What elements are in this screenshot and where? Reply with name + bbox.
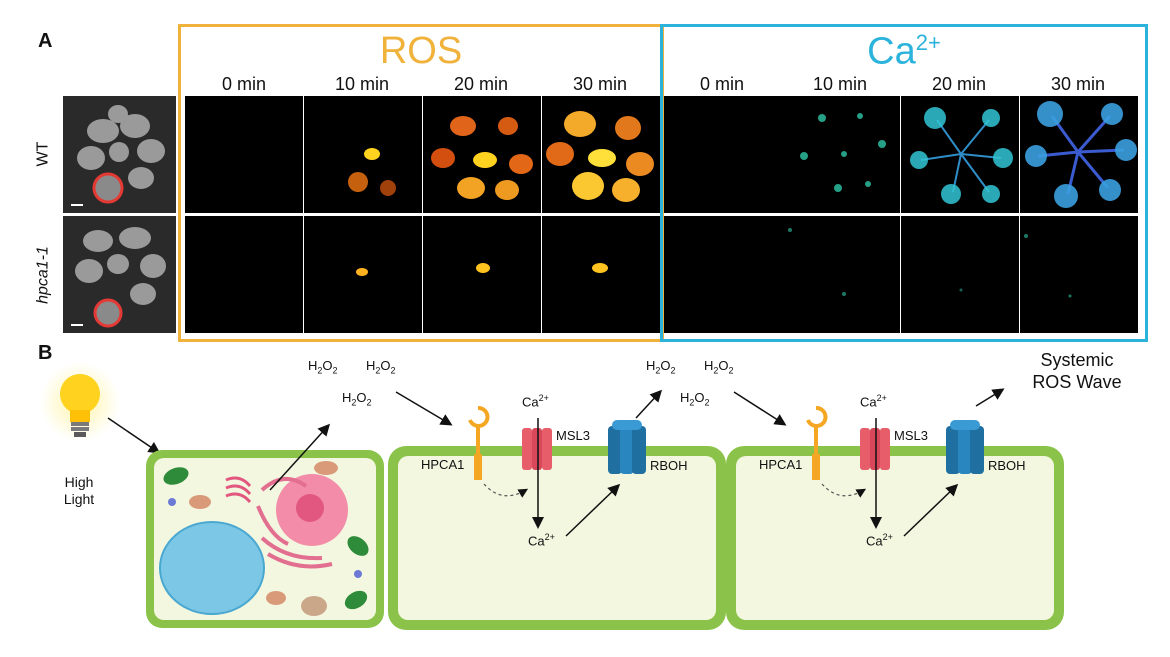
signaling-diagram [40, 362, 1064, 630]
ca-time-30: 30 min [1050, 74, 1106, 94]
ca-title-base: Ca [867, 30, 916, 73]
msl3-channel-icon-2 [860, 428, 890, 470]
hpca1-label-2: HPCA1 [759, 457, 803, 472]
ros-time-0: 0 min [221, 74, 266, 94]
systemic-line2: ROS Wave [1032, 371, 1122, 392]
plant-cell-3 [726, 446, 1064, 630]
systemic-line1: Systemic [1040, 350, 1114, 370]
ros-tile-wt-30 [542, 96, 660, 213]
plant-cell-1 [146, 450, 384, 628]
h2o2-label-3: H2O2 [342, 390, 372, 408]
ros-time-20: 20 min [453, 74, 509, 94]
msl3-label-1: MSL3 [556, 428, 590, 443]
high-light-line1: High [64, 474, 94, 490]
ca-label-top-1: Ca2+ [522, 393, 549, 410]
panel-b-letter: B [38, 342, 53, 364]
h2o2-label-2: H2O2 [366, 358, 396, 376]
ros-tile-wt-20 [423, 96, 541, 213]
plant-photo-wt [63, 96, 176, 213]
ca-tile-hpca1-0 [664, 216, 782, 333]
ros-tile-hpca1-10 [304, 216, 422, 333]
ca-title: Ca2+ [660, 32, 1148, 71]
ca-tile-wt-10 [782, 96, 900, 213]
row-label-hpca1: hpca1-1 [34, 246, 52, 304]
row-label-wt: WT [34, 141, 52, 167]
ca-label-bottom-1: Ca2+ [528, 532, 555, 549]
hpca1-receptor-icon-2 [806, 406, 828, 480]
rboh-icon-2 [946, 420, 984, 474]
rboh-icon-1 [608, 420, 646, 474]
ros-tile-hpca1-20 [423, 216, 541, 333]
h2o2-label-6: H2O2 [680, 390, 710, 408]
ros-time-10: 10 min [334, 74, 390, 94]
rboh-label-1: RBOH [650, 458, 688, 473]
ca-tile-hpca1-10 [782, 216, 900, 333]
light-bulb-icon [40, 362, 120, 442]
ca-time-20: 20 min [931, 74, 987, 94]
ca-time-10: 10 min [812, 74, 868, 94]
ca-tile-wt-0 [664, 96, 782, 213]
high-light-line2: Light [63, 490, 95, 507]
plant-photo-hpca1 [63, 216, 176, 333]
ros-title: ROS [379, 30, 463, 72]
msl3-channel-icon-1 [522, 428, 552, 470]
hpca1-receptor-icon-1 [468, 406, 490, 480]
ca-tile-wt-30 [1020, 96, 1138, 213]
h2o2-label-5: H2O2 [704, 358, 734, 376]
systemic-ros-wave-label: Systemic ROS Wave [1012, 350, 1142, 393]
ca-label-top-2: Ca2+ [860, 393, 887, 410]
ros-tile-hpca1-30 [542, 216, 660, 333]
rboh-label-2: RBOH [988, 458, 1026, 473]
ca-label-bottom-2: Ca2+ [866, 532, 893, 549]
ca-time-0: 0 min [699, 74, 744, 94]
ros-tile-wt-10 [304, 96, 422, 213]
ca-title-sup: 2+ [915, 30, 941, 55]
h2o2-label-1: H2O2 [308, 358, 338, 376]
ros-time-30: 30 min [572, 74, 628, 94]
ca-tile-hpca1-30 [1020, 216, 1138, 333]
plant-cell-2 [388, 446, 726, 630]
msl3-label-2: MSL3 [894, 428, 928, 443]
high-light-label: High Light [46, 474, 112, 508]
panel-a-letter: A [38, 30, 53, 52]
hpca1-label-1: HPCA1 [421, 457, 465, 472]
ros-tile-wt-0 [185, 96, 303, 213]
ca-tile-hpca1-20 [901, 216, 1019, 333]
ca-tile-wt-20 [901, 96, 1019, 213]
h2o2-label-4: H2O2 [646, 358, 676, 376]
ros-tile-hpca1-0 [185, 216, 303, 333]
ca-group-frame [660, 24, 1148, 342]
